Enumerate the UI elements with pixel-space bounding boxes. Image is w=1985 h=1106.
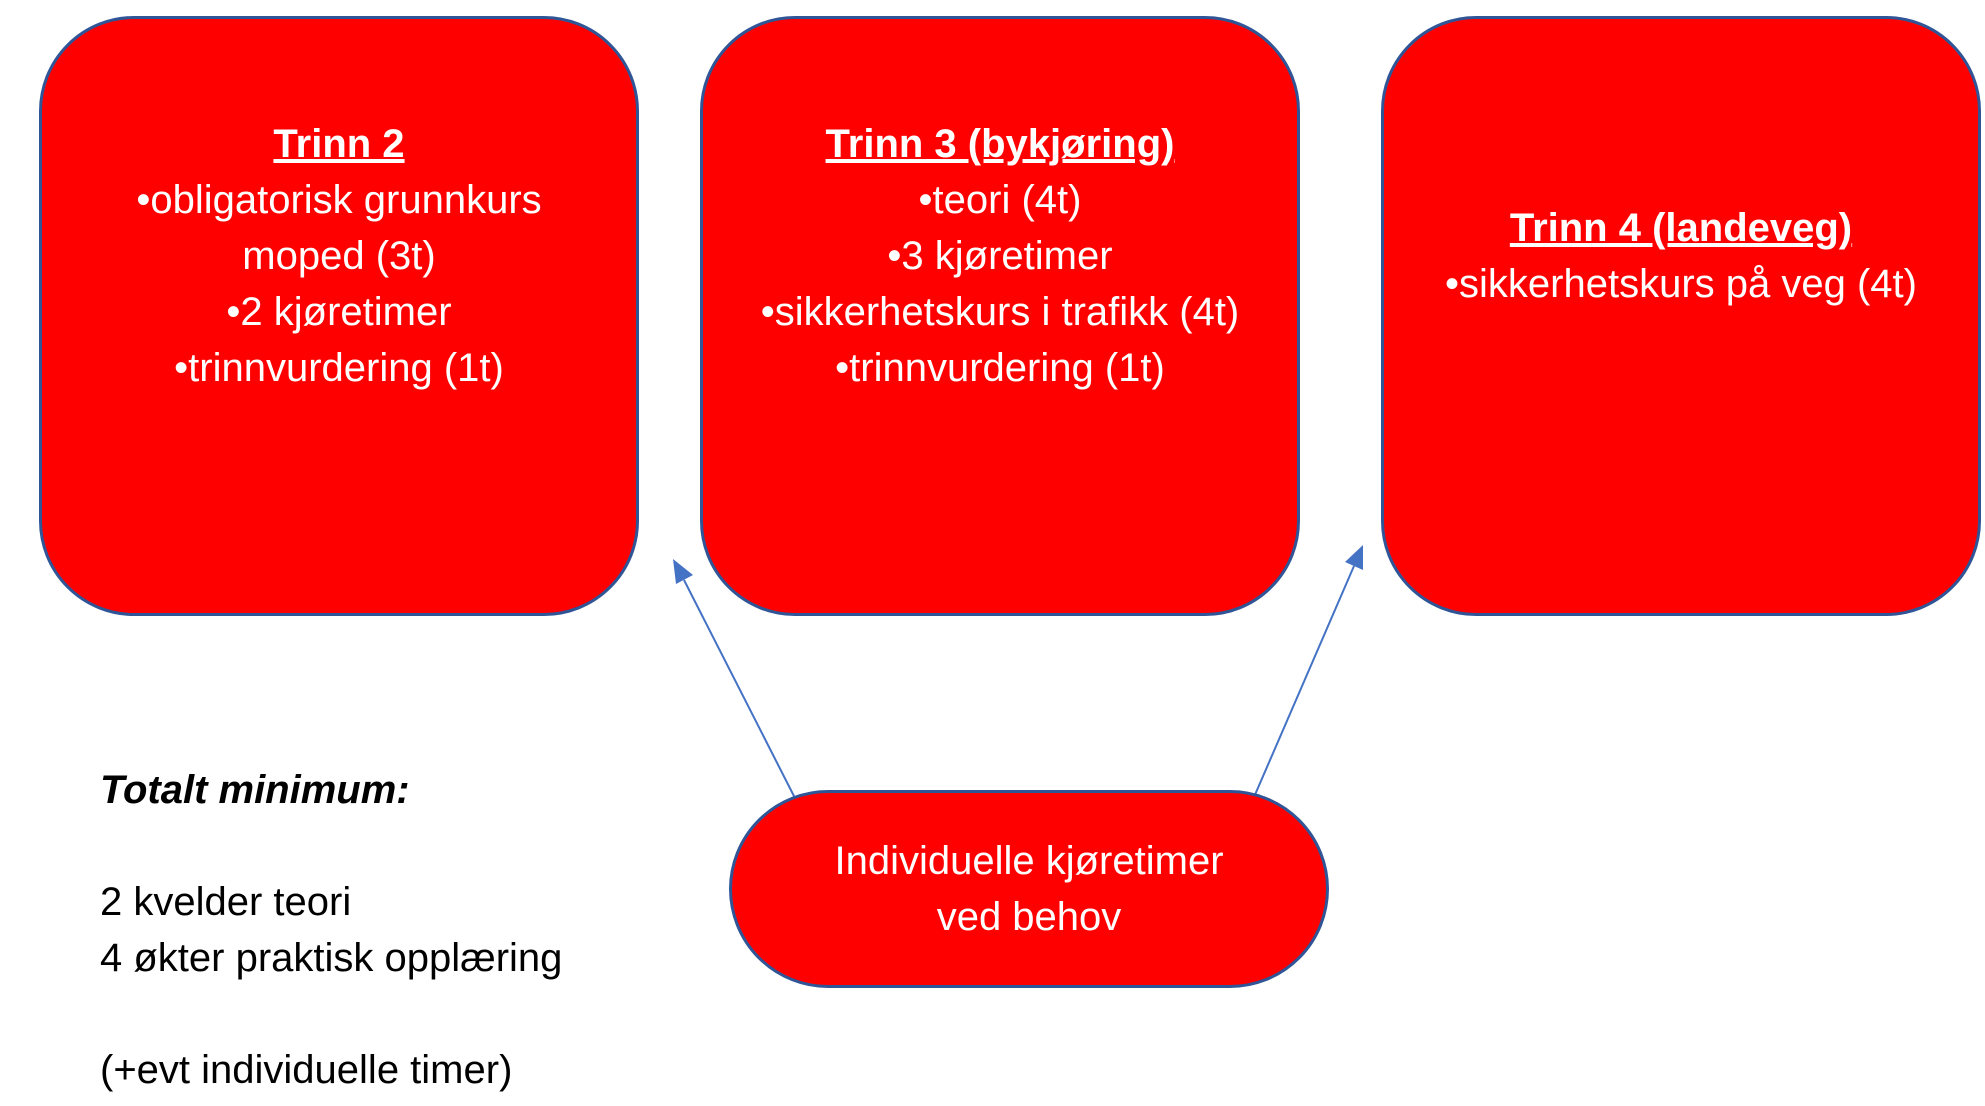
step-2-item-grunnkurs: •obligatorisk grunnkurs moped (3t) [136, 178, 542, 278]
summary-line-theory: 2 kvelder teori [100, 880, 352, 924]
step-2-item-kjoretimer: •2 kjøretimer [226, 290, 452, 334]
individual-lessons-text: Individuelle kjøretimer ved behov [834, 839, 1224, 939]
summary-note: (+evt individuelle timer) [100, 1048, 513, 1092]
summary-line-practical: 4 økter praktisk opplæring [100, 936, 563, 980]
step-2-item-trinnvurdering: •trinnvurdering (1t) [174, 346, 504, 390]
summary-block: Totalt minimum: 2 kvelder teori 4 økter … [100, 762, 562, 1098]
step-3-box: Trinn 3 (bykjøring) •teori (4t) •3 kjøre… [700, 16, 1300, 616]
step-4-box: Trinn 4 (landeveg) •sikkerhetskurs på ve… [1381, 16, 1981, 616]
step-3-item-teori: •teori (4t) [918, 178, 1082, 222]
summary-title: Totalt minimum: [100, 768, 410, 812]
individual-lessons-box: Individuelle kjøretimer ved behov [729, 790, 1329, 988]
step-3-title: Trinn 3 (bykjøring) [825, 122, 1175, 166]
step-2-box: Trinn 2 •obligatorisk grunnkurs moped (3… [39, 16, 639, 616]
step-3-item-sikkerhetskurs: •sikkerhetskurs i trafikk (4t) [760, 290, 1240, 334]
step-4-item-sikkerhetskurs: •sikkerhetskurs på veg (4t) [1445, 262, 1917, 306]
step-3-item-kjoretimer: •3 kjøretimer [887, 234, 1113, 278]
step-2-title: Trinn 2 [273, 122, 405, 166]
step-4-title: Trinn 4 (landeveg) [1509, 206, 1853, 250]
step-3-item-trinnvurdering: •trinnvurdering (1t) [835, 346, 1165, 390]
